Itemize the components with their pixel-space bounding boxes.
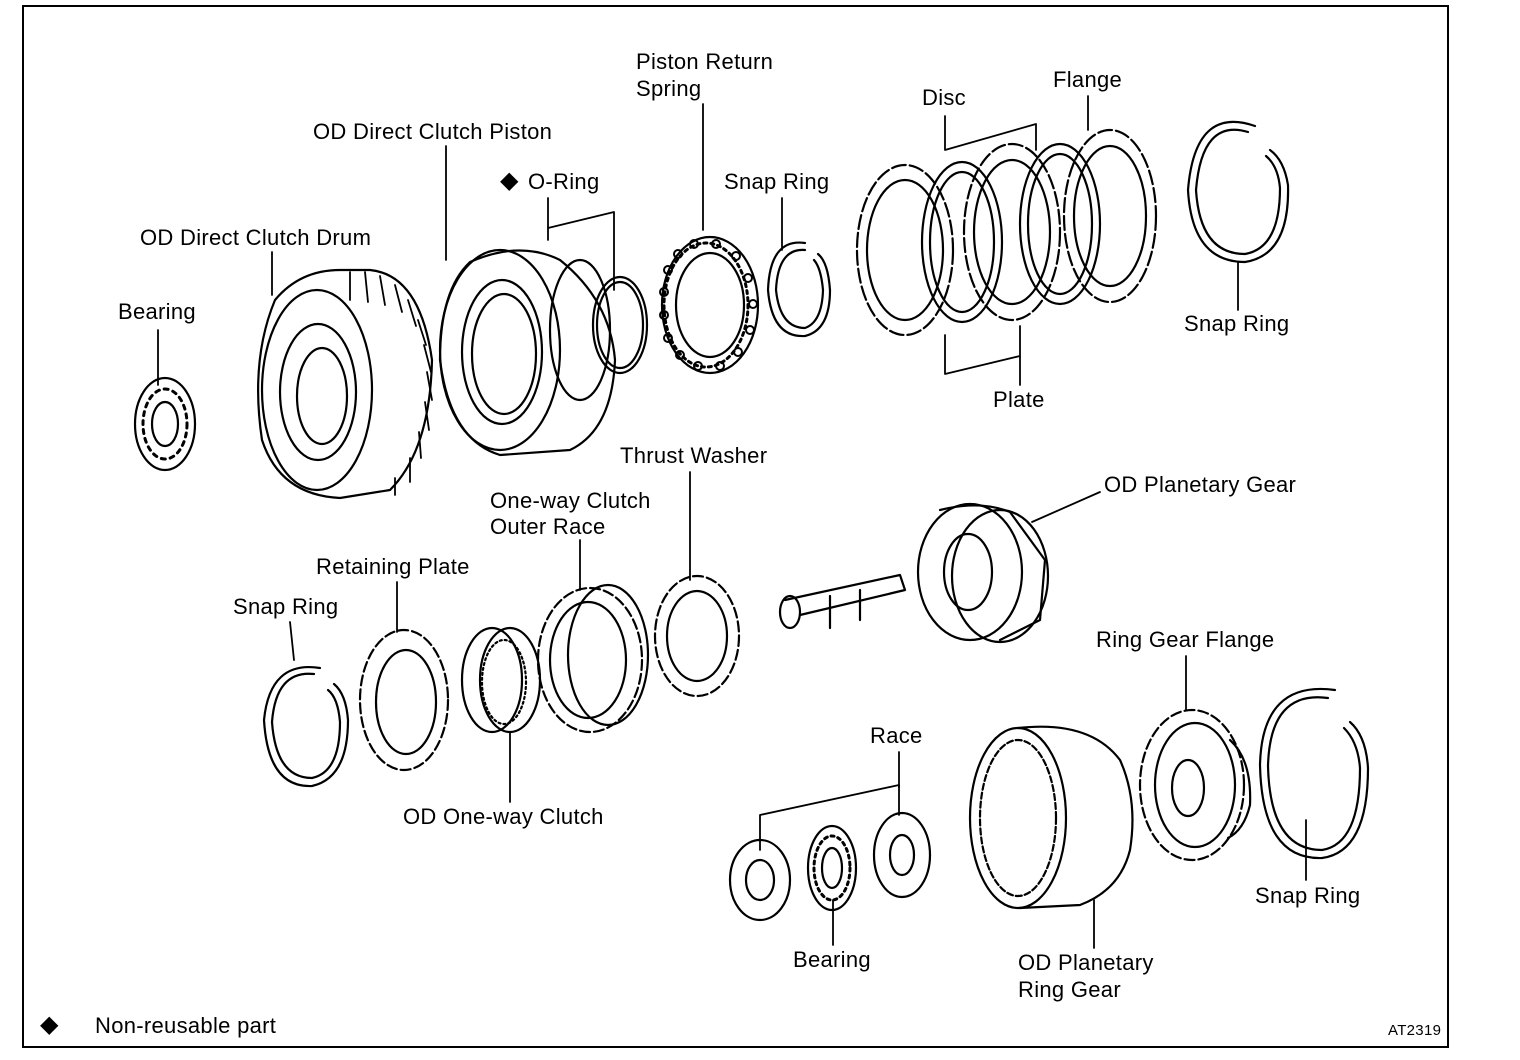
label-owc-outer-race-1: One-way Clutch (490, 488, 651, 513)
label-snap-ring-left: Snap Ring (233, 594, 339, 619)
label-retaining-plate: Retaining Plate (316, 554, 470, 579)
one-way-clutch-outer-race-part (536, 583, 650, 734)
label-ring-gear-2: Ring Gear (1018, 977, 1121, 1002)
label-clutch-drum: OD Direct Clutch Drum (140, 225, 372, 250)
label-ring-gear-flange: Ring Gear Flange (1096, 627, 1275, 652)
leader-lines (157, 95, 1307, 949)
label-race: Race (870, 723, 923, 748)
label-clutch-piston: OD Direct Clutch Piston (313, 119, 553, 144)
label-disc: Disc (922, 85, 966, 110)
figure-id: AT2319 (1388, 1022, 1442, 1039)
label-thrust-washer: Thrust Washer (620, 443, 768, 468)
clutch-pack-part (855, 128, 1158, 337)
non-reusable-diamond-icon: ◆ (500, 167, 519, 194)
ring-gear-flange-part (1138, 708, 1252, 862)
label-flange: Flange (1053, 67, 1123, 92)
label-od-one-way-clutch: OD One-way Clutch (403, 804, 604, 829)
snap-ring-left-part (262, 665, 350, 788)
od-planetary-gear-part (778, 502, 1050, 644)
label-o-ring: O-Ring (528, 169, 600, 194)
snap-ring-top-part (766, 241, 832, 338)
label-ring-gear-1: OD Planetary (1018, 950, 1154, 975)
clutch-drum-part (257, 268, 434, 500)
label-piston-return-spring-2: Spring (636, 76, 702, 101)
clutch-piston-part (438, 248, 617, 457)
thrust-washer-part (653, 574, 741, 698)
label-snap-ring-right: Snap Ring (1184, 311, 1290, 336)
label-plate: Plate (993, 387, 1045, 412)
race-bearing-part (728, 811, 932, 922)
o-ring-part (591, 275, 649, 375)
legend-text: Non-reusable part (95, 1013, 277, 1038)
od-planetary-ring-gear-part (968, 725, 1134, 910)
snap-ring-right-part (1186, 120, 1290, 264)
label-bearing-top: Bearing (118, 299, 196, 324)
label-bearing-bottom: Bearing (793, 947, 871, 972)
label-snap-ring-bottom: Snap Ring (1255, 883, 1361, 908)
label-od-planetary-gear: OD Planetary Gear (1104, 472, 1297, 497)
retaining-plate-part (358, 628, 450, 772)
bearing-top-part (133, 376, 197, 472)
label-piston-return-spring-1: Piston Return (636, 49, 774, 74)
legend-diamond-icon: ◆ (40, 1011, 59, 1038)
piston-return-spring-part (659, 235, 760, 375)
snap-ring-bottom-part (1258, 687, 1370, 860)
label-snap-ring-top: Snap Ring (724, 169, 830, 194)
od-one-way-clutch-part (460, 626, 542, 734)
label-owc-outer-race-2: Outer Race (490, 514, 606, 539)
diagram-border (22, 5, 1449, 1048)
